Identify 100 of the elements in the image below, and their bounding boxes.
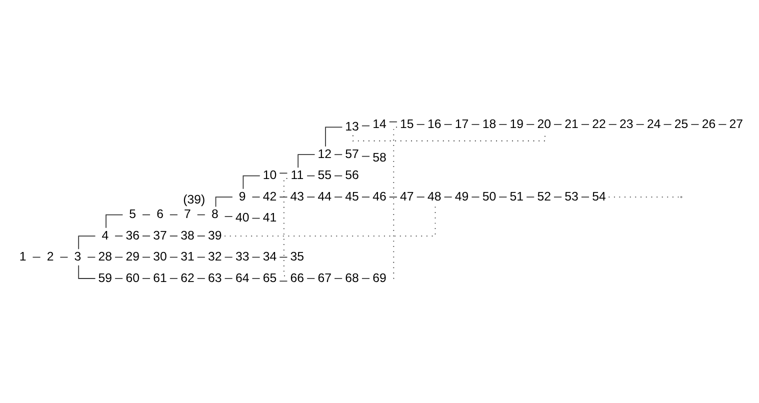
node-text: 69 (372, 270, 386, 285)
connector (389, 126, 398, 279)
node-text: 15 (400, 116, 414, 131)
connector (279, 280, 288, 282)
node-text: 44 (318, 189, 332, 204)
node-text: 40 (235, 210, 250, 225)
node-text: 6 (156, 207, 164, 222)
connector (306, 278, 316, 279)
connector (581, 196, 590, 198)
node-text: 29 (126, 250, 140, 264)
node-text: 21 (564, 116, 578, 131)
node-text: 7 (184, 207, 191, 222)
node-text: 68 (345, 270, 359, 285)
connector (325, 126, 343, 147)
node-text: 49 (454, 189, 469, 204)
node-text: 16 (427, 116, 442, 131)
node-text: 22 (592, 116, 606, 131)
connector (663, 124, 672, 125)
connector (362, 125, 370, 126)
node-text: 64 (235, 270, 250, 285)
connector (388, 196, 398, 198)
connector (78, 236, 96, 250)
node-text: 60 (126, 270, 140, 285)
node-text: 46 (372, 189, 386, 204)
node-text: 42 (262, 189, 277, 204)
node-text: 54 (592, 189, 606, 204)
node-text: 31 (180, 250, 194, 264)
connector (416, 196, 425, 198)
node-text: 30 (153, 250, 167, 264)
node-text: 43 (290, 189, 304, 204)
node-text: 61 (153, 270, 167, 285)
node-text: 33 (235, 250, 250, 264)
connector (279, 172, 288, 174)
connector (334, 278, 343, 279)
connector (690, 124, 700, 125)
connector (362, 156, 370, 157)
connector (252, 278, 260, 279)
connector (471, 124, 480, 125)
node-text: 17 (454, 116, 469, 131)
connector (498, 124, 508, 125)
node-text: 38 (180, 228, 194, 242)
connector (298, 154, 316, 168)
node-text: 47 (400, 189, 414, 204)
connector (114, 278, 124, 279)
connector (306, 175, 316, 176)
connector (252, 218, 260, 219)
connector (334, 175, 343, 176)
connector (252, 196, 260, 198)
node-text: 45 (345, 189, 359, 204)
connector (608, 124, 617, 125)
node-text: 41 (262, 210, 277, 225)
connector (169, 278, 178, 279)
connector (279, 196, 288, 198)
node-text: 39 (208, 228, 222, 242)
connector (362, 278, 370, 279)
node-text: 28 (98, 250, 112, 264)
connector (554, 124, 562, 125)
node-text: 14 (372, 116, 386, 131)
connector (78, 264, 96, 279)
node-text: 53 (564, 189, 578, 204)
node-text: 20 (537, 116, 551, 131)
connector (196, 278, 206, 279)
node-text: 23 (620, 116, 634, 131)
node-text: 57 (345, 146, 359, 161)
node-text: 25 (674, 116, 688, 131)
connector (416, 124, 425, 125)
node-text: 48 (427, 189, 442, 204)
connector (224, 204, 436, 236)
connector (306, 196, 316, 198)
node-text: 62 (180, 270, 194, 285)
connector (106, 214, 124, 228)
connector (224, 278, 233, 279)
node-text: 27 (729, 116, 744, 131)
node-text: 10 (262, 168, 277, 182)
node-text: 9 (238, 189, 246, 204)
node-text: 66 (290, 270, 304, 285)
node-text: 2 (46, 250, 54, 264)
connector (362, 196, 370, 198)
node-text: 55 (318, 168, 332, 182)
node-text: 32 (208, 250, 222, 264)
connector (444, 196, 452, 198)
node-text: 1 (19, 250, 26, 264)
connector (224, 216, 233, 217)
node-text: 37 (153, 228, 167, 242)
node-text: 58 (372, 150, 386, 164)
node-text: 56 (345, 168, 359, 182)
connector (581, 124, 590, 125)
connector (554, 196, 562, 198)
node-text: 5 (129, 207, 136, 222)
node-text: 59 (98, 270, 112, 285)
connector (636, 124, 644, 125)
node-text: 52 (537, 189, 551, 204)
node-text: 35 (290, 250, 304, 264)
connector (498, 196, 508, 198)
node-text: 11 (290, 168, 304, 182)
node-text: 13 (345, 119, 359, 134)
connector (142, 278, 150, 279)
node-label: (39) (183, 192, 206, 206)
connector (283, 178, 288, 276)
node-text: 51 (510, 189, 524, 204)
